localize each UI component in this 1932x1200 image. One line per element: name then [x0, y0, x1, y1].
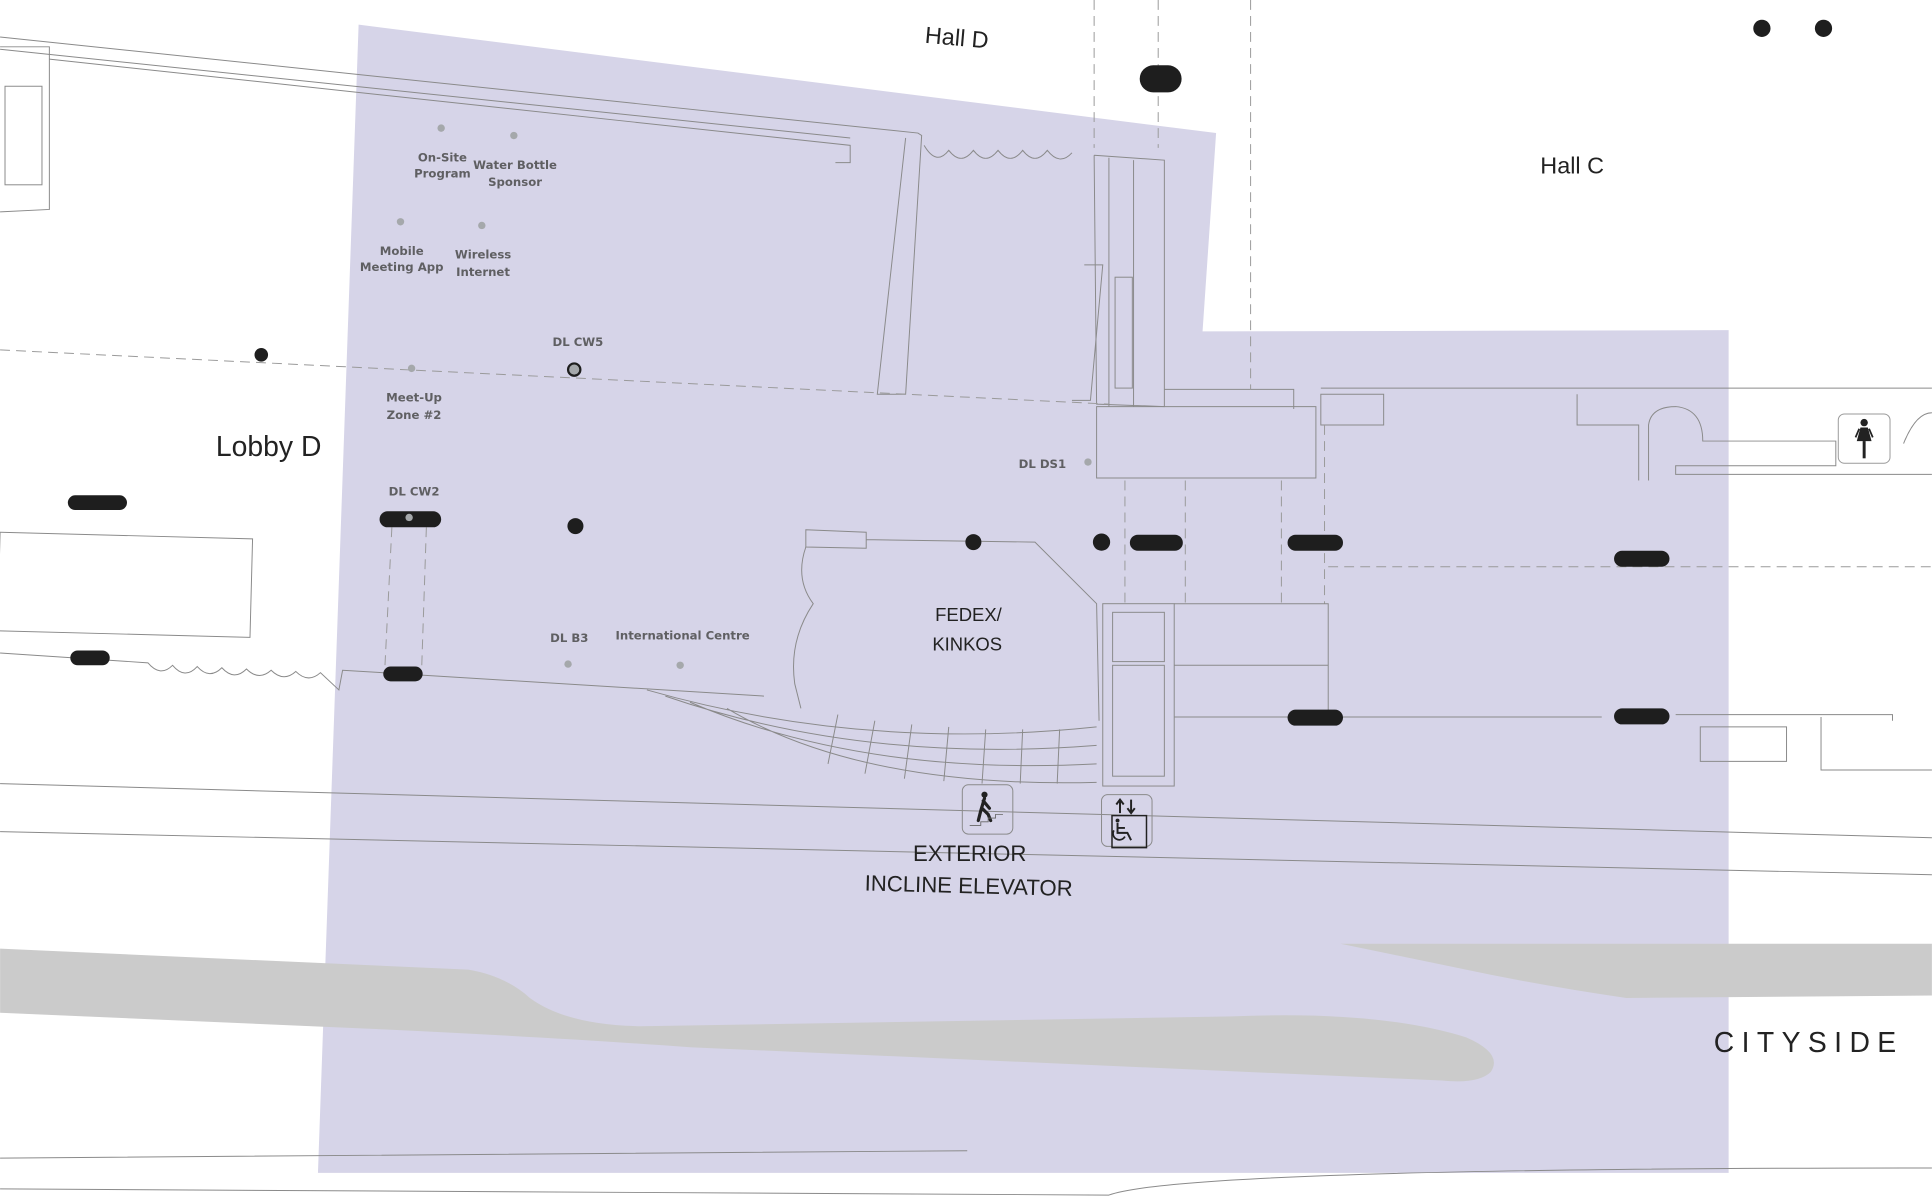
poi-label-line: Water Bottle	[473, 158, 557, 172]
poi-label-line: Mobile	[380, 244, 424, 258]
label-fedex: FEDEX/	[935, 604, 1003, 625]
poi-pins	[396, 124, 1092, 669]
label-kinkos: KINKOS	[932, 634, 1002, 655]
poi-dl-b3[interactable]: DL B3	[550, 631, 588, 645]
poi-label-line: Internet	[456, 265, 510, 279]
poi-label-line: Zone #2	[387, 408, 442, 422]
road-right	[1340, 943, 1932, 998]
poi-label-line: On-Site	[418, 150, 467, 164]
column-markers	[67, 19, 1833, 726]
poi-label-line: Meet-Up	[386, 391, 442, 405]
poi-label-line: Sponsor	[488, 175, 542, 189]
label-incline-elevator: INCLINE ELEVATOR	[864, 871, 1073, 901]
label-lobby-d: Lobby D	[216, 431, 322, 463]
poi-dl-ds1[interactable]: DL DS1	[1019, 457, 1066, 471]
label-hall-d: Hall D	[924, 22, 990, 53]
womens-restroom-icon[interactable]	[1837, 413, 1891, 464]
poi-label-line: Wireless	[455, 248, 511, 262]
poi-international-centre[interactable]: International Centre	[616, 628, 750, 642]
label-hall-c: Hall C	[1540, 153, 1604, 179]
poi-label-line: Program	[414, 166, 471, 180]
accessible-elevator-icon[interactable]	[1101, 794, 1153, 849]
poi-label-line: Meeting App	[360, 260, 444, 274]
poi-dl-cw5[interactable]: DL CW5	[552, 335, 603, 349]
poi-dl-cw2[interactable]: DL CW2	[389, 484, 440, 498]
road-left	[0, 948, 1494, 1082]
label-exterior: EXTERIOR	[913, 841, 1026, 866]
highlighted-zone	[317, 24, 1729, 1173]
stairs-icon[interactable]	[961, 784, 1014, 835]
label-cityside: CITYSIDE	[1714, 1027, 1904, 1059]
